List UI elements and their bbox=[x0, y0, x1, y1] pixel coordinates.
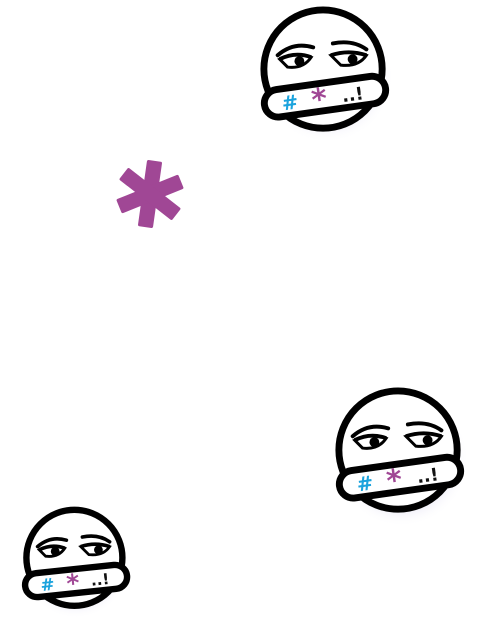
censored-face-icon: # * ..! bbox=[256, 4, 394, 143]
censored-face-icon: # * ..! bbox=[20, 505, 132, 619]
svg-text:*: * bbox=[384, 462, 404, 498]
svg-text:..!: ..! bbox=[416, 465, 440, 488]
svg-text:..!: ..! bbox=[90, 570, 110, 590]
censored-face-icon: # * ..! bbox=[331, 385, 469, 527]
svg-text:*: * bbox=[65, 568, 81, 598]
svg-text:#: # bbox=[355, 471, 375, 496]
svg-text:*: * bbox=[309, 81, 329, 117]
svg-text:..!: ..! bbox=[341, 84, 365, 107]
svg-text:#: # bbox=[280, 90, 300, 115]
svg-text:#: # bbox=[39, 574, 55, 595]
asterisk-icon bbox=[112, 156, 188, 232]
